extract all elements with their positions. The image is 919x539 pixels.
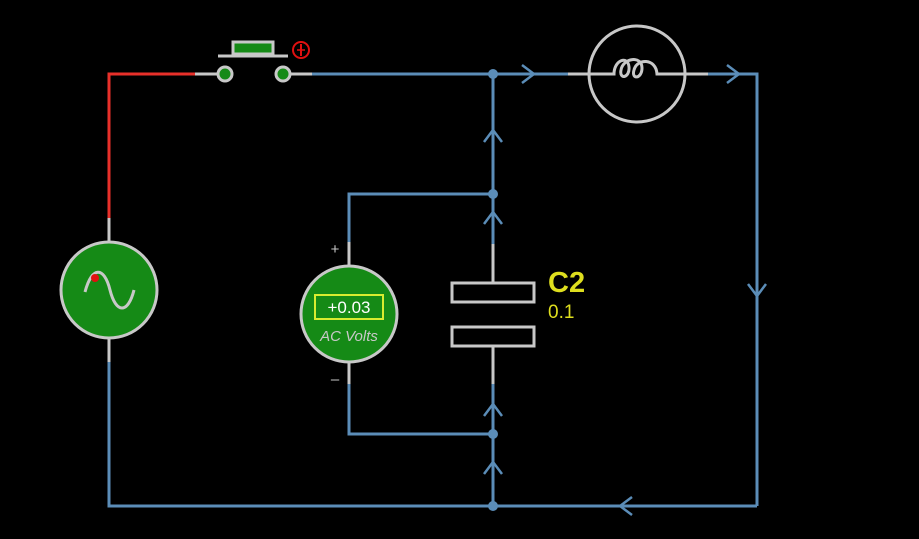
source-live-indicator [91, 274, 99, 282]
switch-button-cap[interactable] [231, 40, 275, 56]
capacitor-name-label: C2 [548, 267, 585, 299]
voltmeter-reading: +0.03 [327, 298, 370, 317]
current-arrow-up-icon [483, 459, 503, 475]
capacitor-value-label: 0.1 [548, 302, 574, 323]
junction-dot[interactable] [488, 189, 498, 199]
voltmeter-plus-label: + [331, 241, 340, 258]
wire-meter-bottom [347, 384, 493, 436]
junction-dot[interactable] [488, 429, 498, 439]
junction-dot[interactable] [488, 69, 498, 79]
switch-terminal-right [274, 65, 292, 83]
current-arrows [483, 64, 767, 516]
ac-voltmeter[interactable]: +0.03 AC Volts + – [299, 241, 399, 388]
capacitor[interactable]: C2 0.1 [450, 267, 585, 348]
voltmeter-display [314, 294, 384, 320]
lamp-filament-icon [590, 58, 685, 79]
wire-meter-top [347, 192, 493, 242]
current-arrow-right-icon [521, 64, 537, 84]
junction-dot[interactable] [488, 501, 498, 511]
ac-source[interactable] [59, 240, 159, 340]
voltmeter-mode-label: AC Volts [319, 328, 378, 345]
wire-top-right [708, 72, 759, 506]
current-arrow-up-icon [483, 209, 503, 225]
current-arrow-right-icon [726, 64, 742, 84]
push-button-switch[interactable] [216, 40, 310, 83]
current-arrow-left-icon [617, 496, 633, 516]
voltmeter-minus-label: – [331, 371, 340, 388]
current-arrow-up-icon [483, 401, 503, 417]
alert-badge-icon [292, 41, 310, 59]
capacitor-plate-bottom [450, 325, 536, 348]
wires [107, 72, 759, 508]
current-arrow-up-icon [483, 127, 503, 143]
switch-terminal-left [216, 65, 234, 83]
wire-live [107, 72, 195, 218]
wire-bottom [107, 362, 757, 508]
junctions [488, 69, 498, 511]
lamp[interactable] [587, 24, 687, 124]
current-arrow-down-icon [747, 283, 767, 299]
capacitor-plate-top [450, 281, 536, 304]
